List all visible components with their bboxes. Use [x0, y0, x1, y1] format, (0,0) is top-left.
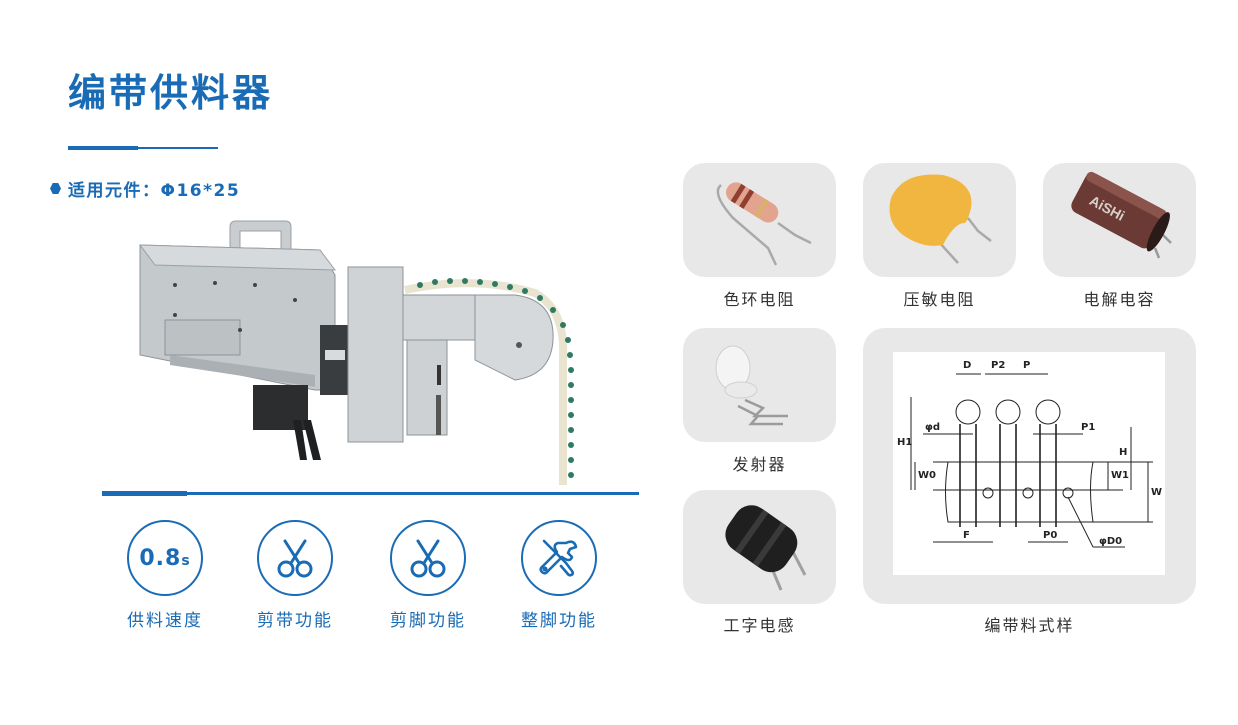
component-label: 电解电容	[1083, 290, 1156, 309]
inductor-image	[725, 505, 807, 591]
scissors-icon	[257, 520, 333, 596]
component-card-tape-diagram: D P2 P H1 φd P1 H W0 W1 W F P0 φD0	[863, 328, 1196, 604]
page-title: 编带供料器	[68, 71, 274, 115]
tools-icon	[521, 520, 597, 596]
taped-component-diagram: D P2 P H1 φd P1 H W0 W1 W F P0 φD0	[893, 352, 1165, 575]
title-underline-thin	[138, 147, 218, 149]
feature-feed-speed: 0.8s 供料速度	[120, 520, 210, 631]
features-divider-thick	[102, 491, 187, 496]
emitter-image	[715, 345, 788, 426]
speed-value: 0.8	[139, 545, 182, 571]
component-label: 编带料式样	[984, 616, 1075, 635]
varistor-image	[889, 174, 992, 264]
subtitle-text: 适用元件：Φ16*25	[68, 181, 241, 201]
feature-label: 剪脚功能	[390, 611, 466, 631]
feature-tape-cutting: 剪带功能	[250, 520, 340, 631]
component-card-varistor	[863, 163, 1016, 277]
features-divider-thin	[187, 492, 639, 495]
component-label: 色环电阻	[723, 290, 796, 309]
diagram-labels: D P2 P H1 φd P1 H W0 W1 W F P0 φD0	[897, 360, 1163, 547]
scissors-icon	[390, 520, 466, 596]
feature-label: 整脚功能	[521, 611, 597, 631]
speed-unit: s	[181, 552, 191, 569]
component-label: 发射器	[732, 455, 787, 474]
feature-lead-forming: 整脚功能	[514, 520, 604, 631]
component-label: 工字电感	[723, 616, 796, 635]
component-card-inductor	[683, 490, 836, 604]
title-underline-thick	[68, 146, 138, 150]
applicable-components: 适用元件：Φ16*25	[50, 176, 240, 201]
speed-badge-icon: 0.8s	[127, 520, 203, 596]
feature-lead-cutting: 剪脚功能	[383, 520, 473, 631]
component-card-capacitor: AiSHi	[1043, 163, 1196, 277]
capacitor-image: AiSHi	[1071, 171, 1172, 259]
feature-label: 供料速度	[127, 611, 203, 631]
hexagon-bullet-icon	[50, 183, 61, 194]
feeder-machine-image	[135, 215, 585, 490]
component-label: 压敏电阻	[903, 290, 976, 309]
component-card-emitter	[683, 328, 836, 442]
component-card-resistor	[683, 163, 836, 277]
resistor-image	[716, 182, 812, 266]
feature-label: 剪带功能	[257, 611, 333, 631]
